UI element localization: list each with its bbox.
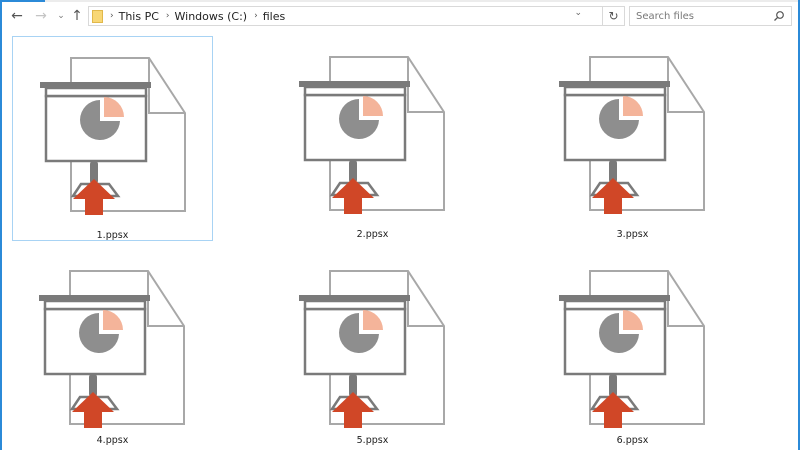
arrow-up-icon: ↑ xyxy=(71,8,83,24)
file-item[interactable]: 4.ppsx xyxy=(12,250,213,455)
breadcrumb-files[interactable]: files xyxy=(262,9,286,23)
file-item[interactable]: 2.ppsx xyxy=(272,36,473,241)
refresh-icon: ↻ xyxy=(608,9,619,23)
file-name[interactable]: 2.ppsx xyxy=(356,229,389,240)
arrow-left-icon: ← xyxy=(11,8,23,24)
ppsx-file-icon xyxy=(299,56,445,214)
file-name[interactable]: 3.ppsx xyxy=(616,229,649,240)
chevron-down-icon: ⌄ xyxy=(57,11,65,21)
ppsx-file-icon xyxy=(559,56,705,214)
file-name[interactable]: 5.ppsx xyxy=(356,435,389,446)
chevron-right-icon[interactable]: › xyxy=(254,11,258,21)
window-frame-left xyxy=(0,0,2,450)
breadcrumb-this-pc[interactable]: This PC xyxy=(118,9,159,23)
file-item[interactable]: 3.ppsx xyxy=(532,36,733,241)
forward-button[interactable]: → xyxy=(32,5,50,27)
chevron-right-icon[interactable]: › xyxy=(110,11,114,21)
ppsx-file-icon xyxy=(299,270,445,428)
back-button[interactable]: ← xyxy=(8,5,26,27)
file-name[interactable]: 1.ppsx xyxy=(96,230,129,241)
breadcrumb-windows-c[interactable]: Windows (C:) xyxy=(174,9,248,23)
address-dropdown-icon[interactable]: ⌄ xyxy=(574,8,582,18)
window-frame-right xyxy=(798,0,800,450)
address-bar[interactable]: › This PC › Windows (C:) › files ⌄ xyxy=(88,6,603,26)
up-button[interactable]: ↑ xyxy=(68,5,86,27)
search-icon[interactable] xyxy=(773,10,785,22)
file-item[interactable]: 6.ppsx xyxy=(532,250,733,455)
ppsx-file-icon xyxy=(559,270,705,428)
file-item[interactable]: 5.ppsx xyxy=(272,250,473,455)
file-name[interactable]: 6.ppsx xyxy=(616,435,649,446)
ppsx-file-icon xyxy=(39,270,185,428)
search-box[interactable] xyxy=(629,6,792,26)
recent-locations-button[interactable]: ⌄ xyxy=(55,5,67,27)
ppsx-file-icon xyxy=(40,57,186,215)
refresh-button[interactable]: ↻ xyxy=(603,6,625,26)
file-item[interactable]: 1.ppsx xyxy=(12,36,213,241)
file-name[interactable]: 4.ppsx xyxy=(96,435,129,446)
ribbon-edge xyxy=(45,0,798,2)
navigation-bar: ← → ⌄ ↑ › This PC › Windows (C:) › files… xyxy=(2,4,798,28)
folder-icon xyxy=(92,9,103,23)
chevron-right-icon[interactable]: › xyxy=(165,11,170,21)
window-frame-top xyxy=(0,0,45,2)
arrow-right-icon: → xyxy=(35,8,47,24)
search-input[interactable] xyxy=(636,10,766,22)
